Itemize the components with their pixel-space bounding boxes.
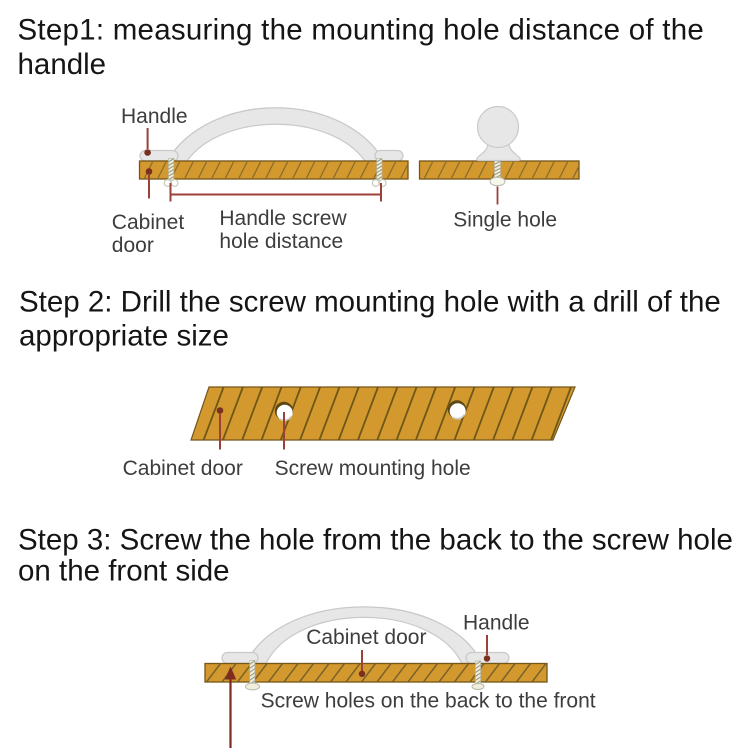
svg-text:Cabinet door: Cabinet door (123, 457, 243, 480)
svg-text:door: door (112, 234, 154, 257)
svg-text:Handle: Handle (121, 105, 188, 128)
svg-text:handle: handle (18, 48, 107, 81)
svg-text:Cabinet door: Cabinet door (306, 626, 426, 649)
svg-text:hole distance: hole distance (219, 230, 343, 253)
svg-text:Screw mounting hole: Screw mounting hole (275, 457, 471, 480)
svg-text:Step 3: Screw the hole from th: Step 3: Screw the hole from the back to … (18, 523, 733, 556)
svg-text:Screw holes on the back to the: Screw holes on the back to the front (261, 690, 596, 713)
svg-text:on the front side: on the front side (18, 554, 230, 587)
svg-text:Single hole: Single hole (453, 209, 557, 232)
svg-text:appropriate size: appropriate size (19, 320, 229, 353)
svg-text:Step1: measuring the mounting: Step1: measuring the mounting hole dista… (18, 13, 705, 46)
svg-text:Handle: Handle (463, 612, 530, 635)
svg-text:Cabinet: Cabinet (112, 211, 185, 234)
svg-text:Handle screw: Handle screw (219, 207, 347, 230)
svg-text:Step 2: Drill the screw mounti: Step 2: Drill the screw mounting hole wi… (19, 286, 721, 319)
